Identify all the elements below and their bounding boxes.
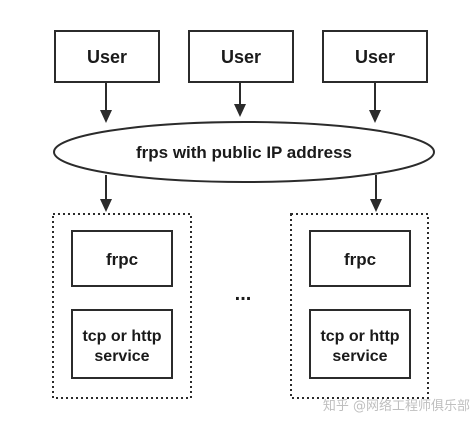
more-clients-ellipsis: ... xyxy=(235,283,252,305)
client-group-left: frpc tcp or http service xyxy=(52,213,192,399)
service-node-left: tcp or http service xyxy=(71,309,173,379)
arrow-user-3-to-server xyxy=(369,82,381,123)
frpc-left-label: frpc xyxy=(106,250,138,269)
service-node-right: tcp or http service xyxy=(309,309,411,379)
service-left-label-line-1: tcp or http xyxy=(82,328,161,345)
arrow-user-2-to-server xyxy=(234,82,246,117)
user-node-3: User xyxy=(322,30,428,83)
arrow-user-1-to-server xyxy=(100,82,112,123)
service-left-label-line-2: service xyxy=(94,348,149,365)
user-node-3-label: User xyxy=(355,47,395,67)
service-right-label-line-1: tcp or http xyxy=(320,328,399,345)
user-node-1: User xyxy=(54,30,160,83)
client-group-right: frpc tcp or http service xyxy=(290,213,429,399)
frpc-node-left: frpc xyxy=(71,230,173,287)
service-right-label-line-2: service xyxy=(332,348,387,365)
watermark-text: 知乎 @网络工程师俱乐部 xyxy=(323,398,470,414)
user-node-1-label: User xyxy=(87,47,127,67)
user-node-2: User xyxy=(188,30,294,83)
frps-server-label: frps with public IP address xyxy=(136,143,352,162)
arrow-server-to-group-left xyxy=(100,175,112,212)
frpc-right-label: frpc xyxy=(344,250,376,269)
frps-server-node: frps with public IP address xyxy=(53,121,435,183)
frpc-node-right: frpc xyxy=(309,230,411,287)
user-node-2-label: User xyxy=(221,47,261,67)
arrow-server-to-group-right xyxy=(370,175,382,212)
